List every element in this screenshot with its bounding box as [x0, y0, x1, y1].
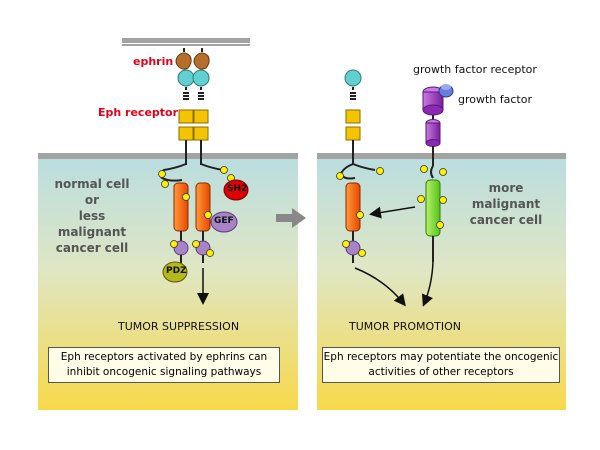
sh2-adaptor [223, 179, 249, 201]
transition-arrow [276, 208, 306, 228]
eph-receptor-extracellular [177, 69, 210, 165]
eph-receptor-label: Eph receptor [98, 106, 179, 119]
right-eph-kinase-domain [345, 182, 361, 232]
right-eph-receptor-extracellular [344, 69, 362, 165]
crosstalk-arrow [369, 206, 416, 219]
right-gfr-signal-arrow [421, 261, 434, 307]
ephrin-ligand [175, 48, 210, 70]
growth-factor-receptor [422, 86, 444, 166]
growth-factor-receptor-label: growth factor receptor [413, 63, 537, 76]
left-kinase-domain-2 [195, 182, 211, 232]
tumor-suppression-label: TUMOR SUPPRESSION [118, 320, 240, 333]
growth-factor-label: growth factor [458, 93, 532, 106]
ephrin-cell-membrane [122, 38, 250, 43]
left-phospho-sites [158, 166, 235, 257]
right-caption-box: Eph receptors may potentiate the oncogen… [322, 347, 560, 383]
growth-factor-ligand [438, 84, 454, 98]
ephrin-label: ephrin [133, 55, 174, 68]
gef-adaptor [210, 211, 238, 233]
pdz-label: PDZ [166, 266, 187, 276]
left-kinase-domain-1 [173, 182, 189, 232]
right-cell-label: more malignant cancer cell [469, 181, 543, 227]
tumor-promotion-label: TUMOR PROMOTION [349, 320, 461, 333]
right-cell-membrane [317, 153, 566, 159]
left-cell-membrane [38, 153, 298, 159]
left-caption-box: Eph receptors activated by ephrins can i… [48, 347, 280, 383]
right-gfr-juxtamembrane [430, 165, 434, 179]
left-receptor-tails [180, 231, 204, 241]
right-eph-signal-arrow [354, 267, 406, 307]
ephrin-cell-membrane-line [122, 44, 250, 46]
left-cell-label: normal cell or less malignant cancer cel… [54, 177, 130, 255]
left-caption-text: Eph receptors activated by ephrins can i… [60, 351, 268, 378]
right-caption-text: Eph receptors may potentiate the oncogen… [323, 351, 559, 378]
sh2-label: SH2 [227, 184, 248, 194]
gef-label: GEF [214, 216, 234, 226]
right-phospho-sites [336, 165, 447, 257]
pdz-adaptor [162, 261, 188, 283]
